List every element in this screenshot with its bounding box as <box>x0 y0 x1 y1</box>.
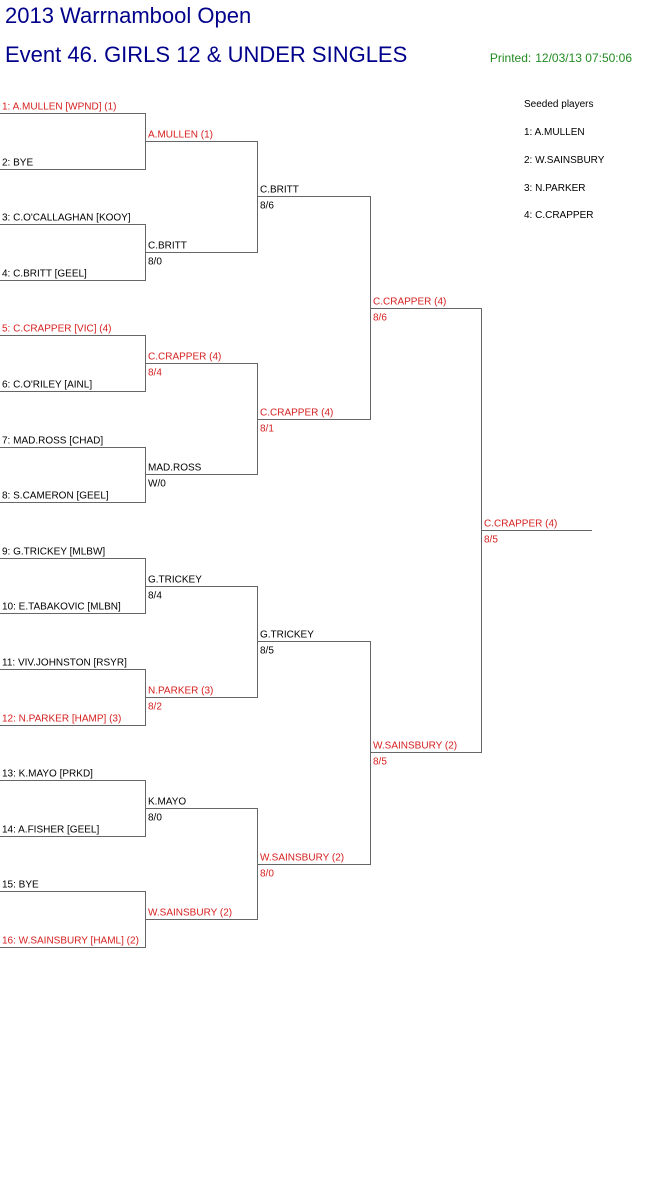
draw-player-name: 15: BYE <box>2 880 39 891</box>
match-winner-name: W.SAINSBURY (2) <box>373 741 457 752</box>
match-winner-name: K.MAYO <box>148 797 186 808</box>
seeded-player-1: 1: A.MULLEN <box>524 127 585 138</box>
match-winner-name: C.CRAPPER (4) <box>373 297 446 308</box>
draw-player-name: 9: G.TRICKEY [MLBW] <box>2 547 105 558</box>
match-winner-name: N.PARKER (3) <box>148 686 213 697</box>
seeded-player-3: 3: N.PARKER <box>524 183 586 194</box>
draw-player-name: 12: N.PARKER [HAMP] (3) <box>2 714 121 725</box>
match-winner-name: C.CRAPPER (4) <box>484 519 557 530</box>
draw-player-name: 5: C.CRAPPER [VIC] (4) <box>2 324 111 335</box>
draw-player-name: 14: A.FISHER [GEEL] <box>2 825 99 836</box>
match-winner-name: W.SAINSBURY (2) <box>148 908 232 919</box>
draw-player-name: 8: S.CAMERON [GEEL] <box>2 491 109 502</box>
draw-player-name: 4: C.BRITT [GEEL] <box>2 269 87 280</box>
draw-player-name: 3: C.O'CALLAGHAN [KOOY] <box>2 213 131 224</box>
match-winner-name: MAD.ROSS <box>148 463 202 474</box>
match-score: 8/0 <box>148 257 162 268</box>
draw-player-name: 2: BYE <box>2 158 33 169</box>
match-winner-name: C.BRITT <box>260 185 299 196</box>
match-winner-name: G.TRICKEY <box>260 630 314 641</box>
draw-player-name: 10: E.TABAKOVIC [MLBN] <box>2 602 121 613</box>
match-winner-name: C.BRITT <box>148 241 187 252</box>
match-score: 8/5 <box>484 535 498 546</box>
printed-label: Printed: <box>489 51 532 65</box>
match-score: 8/6 <box>260 201 274 212</box>
match-winner-name: C.CRAPPER (4) <box>260 408 333 419</box>
match-score: 8/4 <box>148 591 162 602</box>
match-score: 8/5 <box>373 757 387 768</box>
tournament-title: 2013 Warrnambool Open <box>5 3 252 28</box>
draw-player-name: 16: W.SAINSBURY [HAML] (2) <box>2 936 139 947</box>
draw-player-name: 13: K.MAYO [PRKD] <box>2 769 93 780</box>
match-winner-name: W.SAINSBURY (2) <box>260 853 344 864</box>
seeded-players-heading: Seeded players <box>524 99 594 110</box>
seeded-player-4: 4: C.CRAPPER <box>524 210 594 221</box>
match-score: 8/1 <box>260 424 274 435</box>
match-score: 8/0 <box>260 869 274 880</box>
printed-timestamp: Printed:12/03/13 07:50:06 <box>486 51 632 65</box>
draw-player-name: 7: MAD.ROSS [CHAD] <box>2 436 103 447</box>
match-score: 8/2 <box>148 702 162 713</box>
match-score: W/0 <box>148 479 166 490</box>
printed-value: 12/03/13 07:50:06 <box>535 51 632 65</box>
draw-player-name: 6: C.O'RILEY [AINL] <box>2 380 92 391</box>
match-score: 8/6 <box>373 313 387 324</box>
match-score: 8/5 <box>260 646 274 657</box>
event-title: Event 46. GIRLS 12 & UNDER SINGLES <box>5 42 408 67</box>
match-winner-name: A.MULLEN (1) <box>148 130 213 141</box>
draw-player-name: 11: VIV.JOHNSTON [RSYR] <box>2 658 127 669</box>
match-winner-name: C.CRAPPER (4) <box>148 352 221 363</box>
match-score: 8/4 <box>148 368 162 379</box>
match-score: 8/0 <box>148 813 162 824</box>
match-winner-name: G.TRICKEY <box>148 575 202 586</box>
draw-player-name: 1: A.MULLEN [WPND] (1) <box>2 102 116 113</box>
seeded-player-2: 2: W.SAINSBURY <box>524 155 605 166</box>
